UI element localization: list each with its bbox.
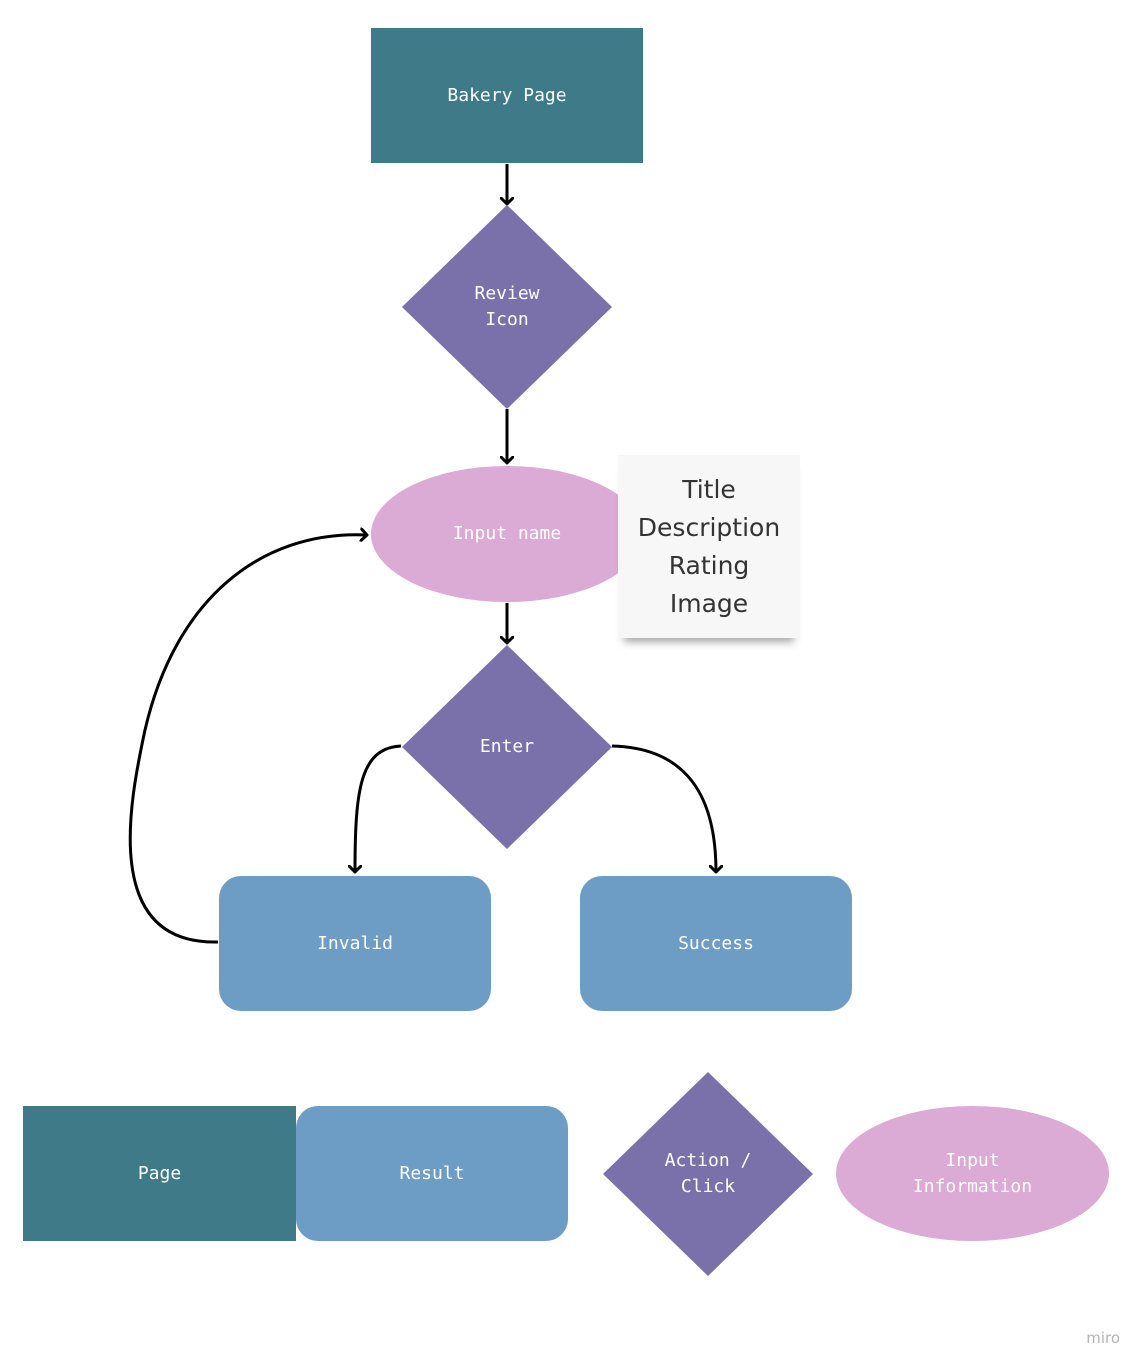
success-node[interactable]: Success <box>580 876 852 1011</box>
legend-page-node[interactable]: Page <box>23 1106 296 1241</box>
legend-input-node[interactable]: Input Information <box>836 1106 1109 1241</box>
arrow-enter-to-invalid <box>355 744 402 872</box>
invalid-node[interactable]: Invalid <box>219 876 491 1011</box>
input-name-node[interactable]: Input name <box>371 466 643 602</box>
note-line-image: Image <box>669 588 749 618</box>
note-line-rating: Rating <box>668 550 750 580</box>
arrow-enter-to-success <box>611 744 716 872</box>
bakery-page-node[interactable]: Bakery Page <box>371 28 643 163</box>
note-line-title: Title <box>682 474 736 504</box>
arrow-invalid-to-input <box>128 535 367 944</box>
miro-watermark: miro <box>1086 1329 1120 1347</box>
legend-result-node[interactable]: Result <box>296 1106 568 1241</box>
note-line-description: Description <box>637 512 781 542</box>
sticky-note[interactable]: Title Description Rating Image <box>618 455 800 638</box>
